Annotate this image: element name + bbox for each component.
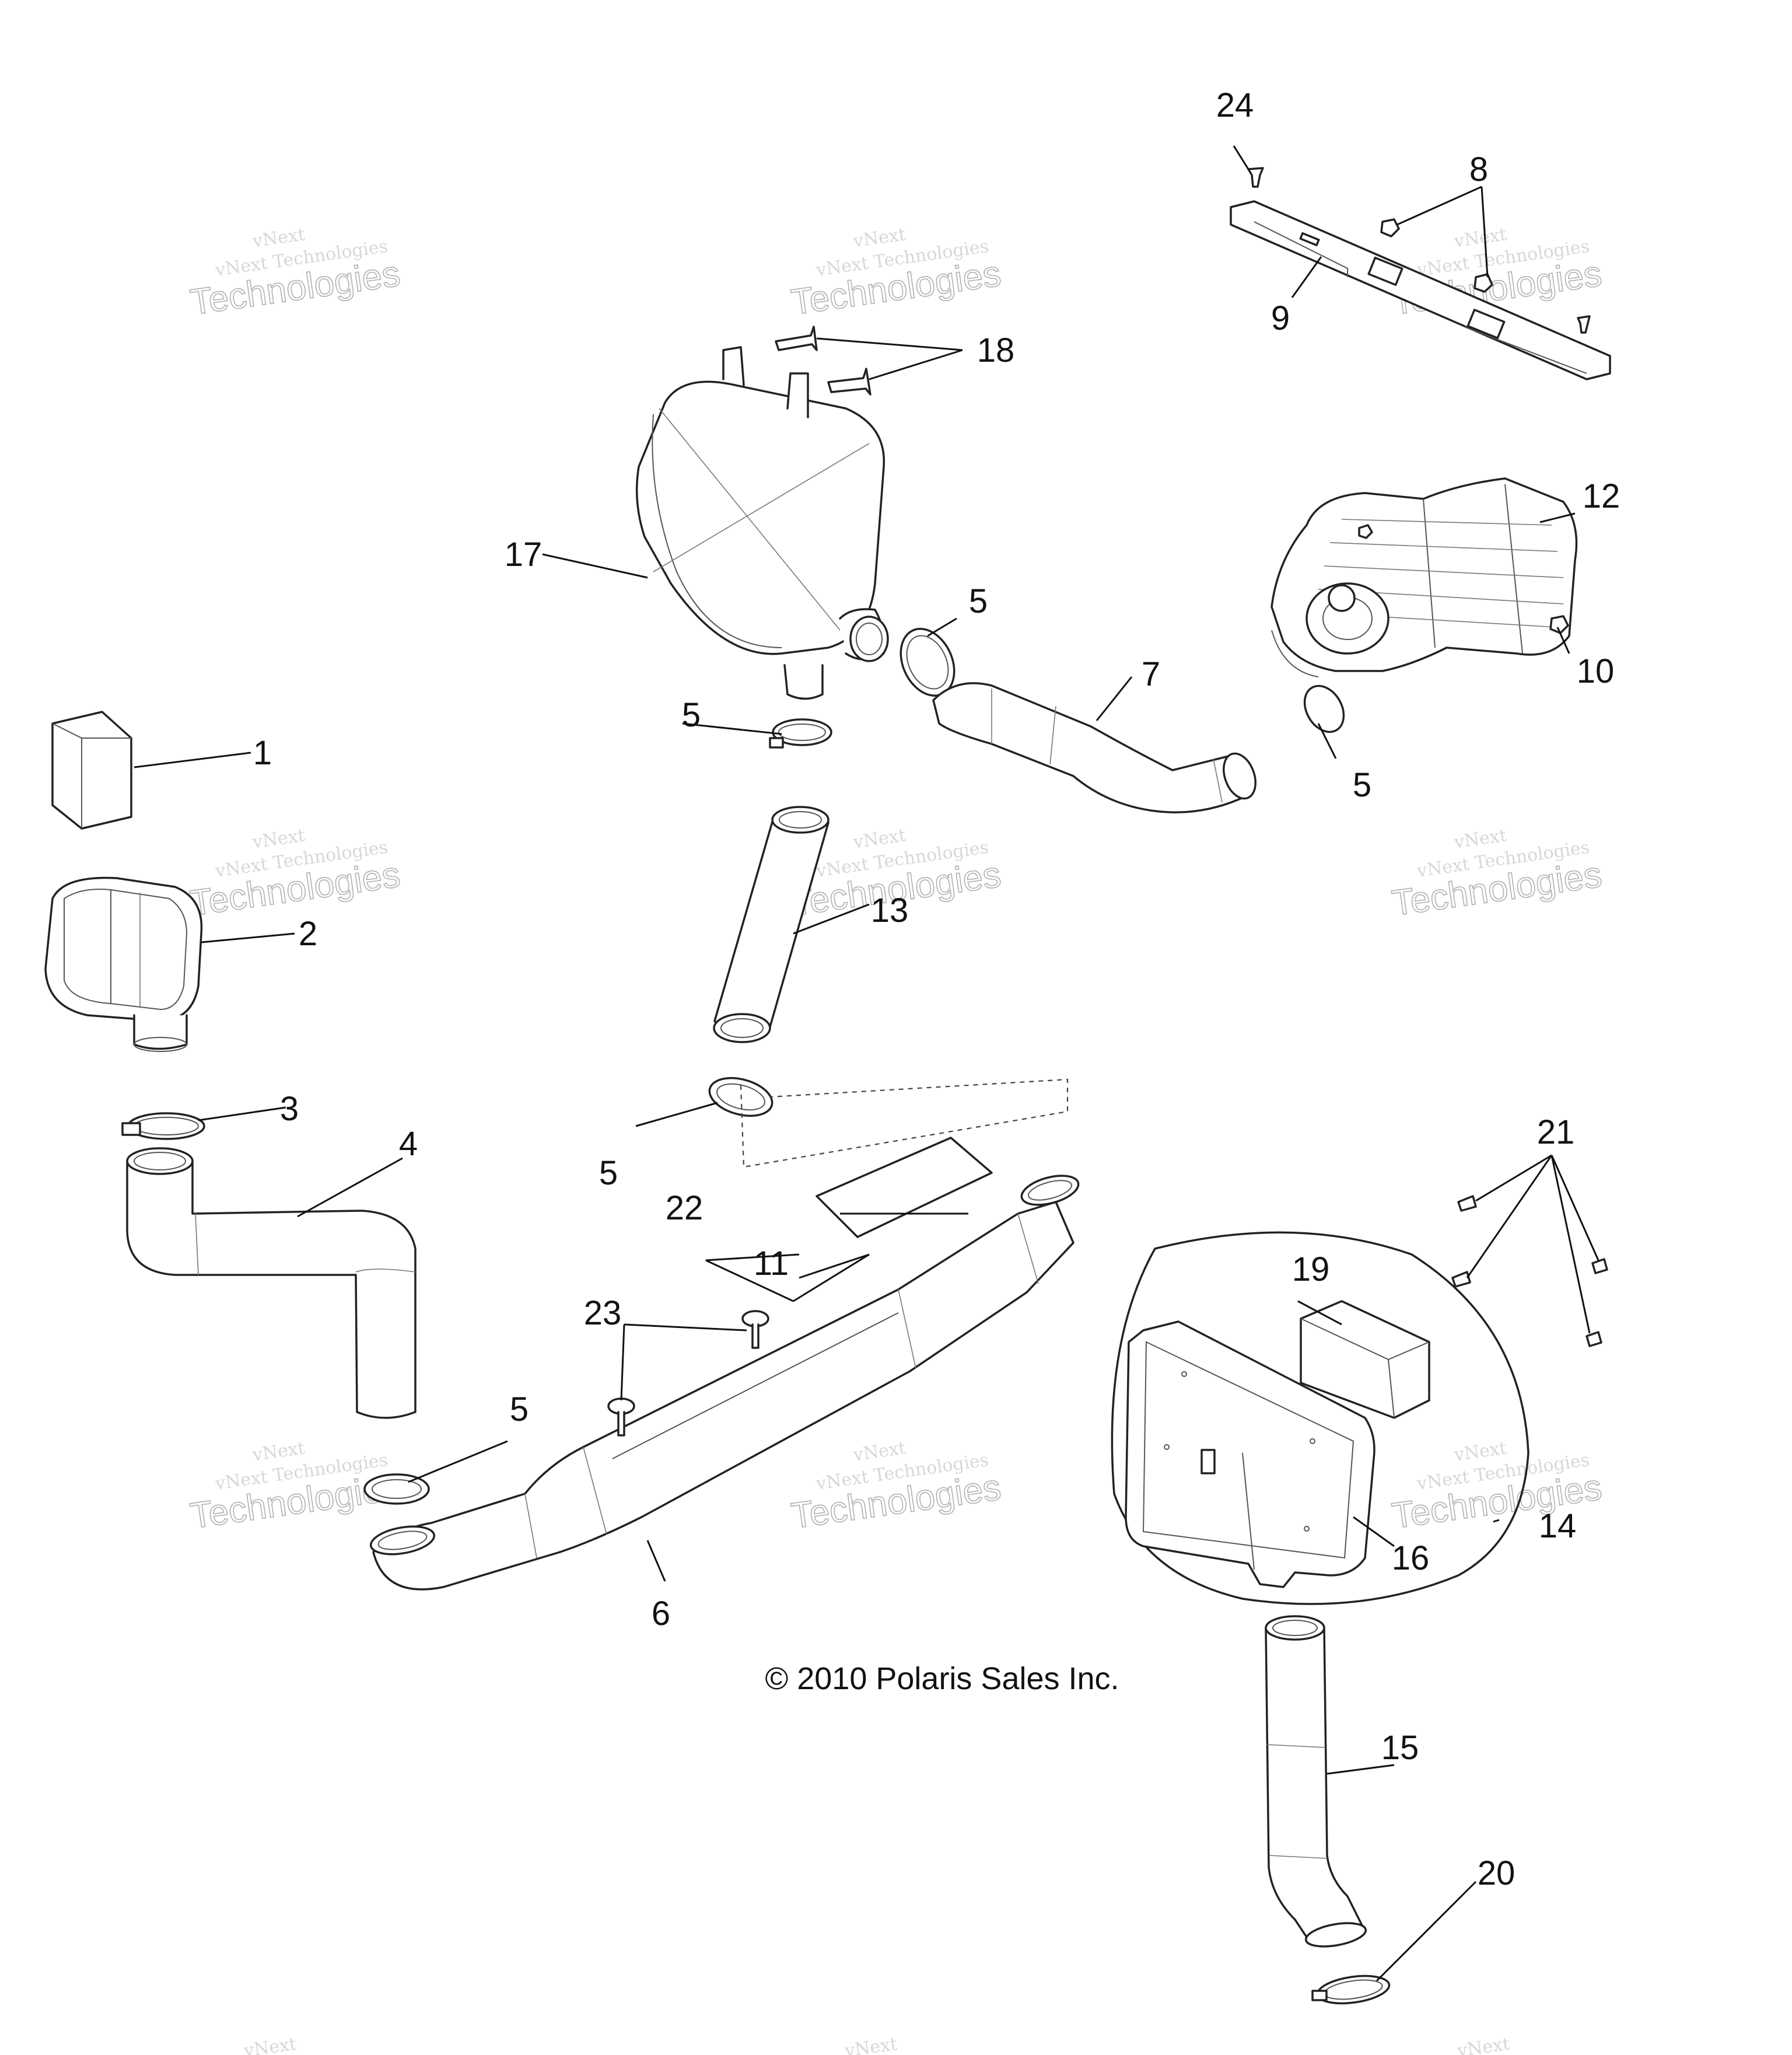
callout-24: 24 (1216, 86, 1254, 124)
callout-12: 12 (1583, 477, 1620, 515)
part-6-duct (369, 1175, 1080, 1591)
callout-22: 22 (666, 1189, 704, 1227)
callout-5: 5 (599, 1154, 618, 1192)
part-4-intake-tube (126, 1147, 416, 1419)
callout-4: 4 (399, 1125, 418, 1163)
callout-8: 8 (1469, 151, 1488, 188)
callout-5: 5 (969, 582, 988, 620)
callout-14: 14 (1539, 1507, 1577, 1545)
part-17-airbox (635, 346, 889, 700)
part-8-nut (1380, 218, 1493, 293)
svg-text:vNext: vNext (1452, 224, 1508, 251)
watermark: vNext (1455, 2034, 1511, 2055)
copyright-notice: © 2010 Polaris Sales Inc. (765, 1661, 1119, 1696)
watermark: vNext vNext Technologies Technologies (1389, 224, 1605, 323)
svg-text:vNext: vNext (852, 825, 907, 852)
part-13-tube (713, 806, 830, 1043)
part-19-foam-seal (1300, 1300, 1430, 1419)
callout-1: 1 (253, 734, 272, 772)
callout-23: 23 (584, 1294, 622, 1332)
watermark: vNext vNext Technologies Technologies (788, 224, 1004, 323)
part-14-assembly-outline (1111, 1231, 1530, 1605)
callout-3: 3 (280, 1090, 299, 1128)
part-15-outlet-tube (1265, 1615, 1367, 1948)
part-7-hose (932, 682, 1256, 813)
watermark: vNext (843, 2034, 898, 2055)
svg-text:vNext: vNext (1452, 825, 1508, 852)
part-16-filter-panel (1125, 1320, 1376, 1588)
svg-text:vNext: vNext (843, 2034, 898, 2055)
callout-16: 16 (1392, 1539, 1430, 1577)
callout-7: 7 (1142, 655, 1160, 693)
watermark: vNext vNext Technologies Technologies (187, 224, 403, 323)
svg-text:vNext: vNext (251, 1438, 306, 1465)
leader-lines (134, 145, 1600, 1982)
svg-text:vNext: vNext (242, 2034, 298, 2055)
callout-15: 15 (1381, 1729, 1419, 1767)
part-9-bracket (1230, 200, 1611, 380)
part-3-clamp (121, 1112, 205, 1140)
part-1-foam-block (51, 711, 132, 830)
callout-17: 17 (505, 536, 542, 574)
svg-text:vNext: vNext (1452, 1438, 1508, 1465)
svg-text:vNext: vNext (852, 224, 907, 251)
watermark: vNext vNext Technologies Technologies (187, 825, 403, 924)
watermark: vNext vNext Technologies Technologies (788, 1438, 1004, 1537)
part-10-nut (1549, 615, 1569, 634)
part-24-screw (1247, 167, 1591, 334)
part-2-filter-housing (44, 876, 203, 1052)
callout-11: 11 (754, 1245, 789, 1282)
callout-2: 2 (299, 915, 317, 953)
callout-5: 5 (510, 1390, 528, 1428)
callout-19: 19 (1292, 1250, 1330, 1288)
svg-text:vNext: vNext (1455, 2034, 1511, 2055)
part-21-screws (1451, 1195, 1608, 1347)
part-5-clamp (363, 1473, 430, 1505)
part-18-bolts (775, 326, 872, 396)
part-22-label (816, 1137, 993, 1238)
callout-20: 20 (1478, 1854, 1516, 1892)
svg-text:vNext: vNext (251, 825, 306, 852)
watermark: vNext vNext Technologies Technologies (1389, 825, 1605, 924)
callout-5: 5 (682, 696, 701, 734)
svg-text:vNext: vNext (852, 1438, 907, 1465)
callout-5: 5 (1353, 766, 1371, 804)
callout-labels: 1 2 3 4 5 5 5 5 5 6 7 8 9 10 11 12 13 14… (253, 86, 1620, 1892)
callout-10: 10 (1577, 652, 1615, 690)
part-23-rivet (607, 1310, 769, 1437)
watermark: vNext (242, 2034, 298, 2055)
part-5-clamp (1303, 684, 1345, 733)
callout-21: 21 (1537, 1113, 1575, 1151)
callout-6: 6 (652, 1595, 670, 1633)
callout-18: 18 (977, 331, 1015, 369)
callout-13: 13 (871, 892, 909, 929)
part-12-engine (1270, 477, 1578, 677)
watermark-layer: vNext vNext Technologies Technologies vN… (187, 224, 1605, 2055)
svg-text:vNext: vNext (251, 224, 306, 251)
callout-9: 9 (1271, 299, 1290, 337)
part-20-clamp (1311, 1974, 1391, 2005)
reference-outline (740, 1078, 1069, 1168)
